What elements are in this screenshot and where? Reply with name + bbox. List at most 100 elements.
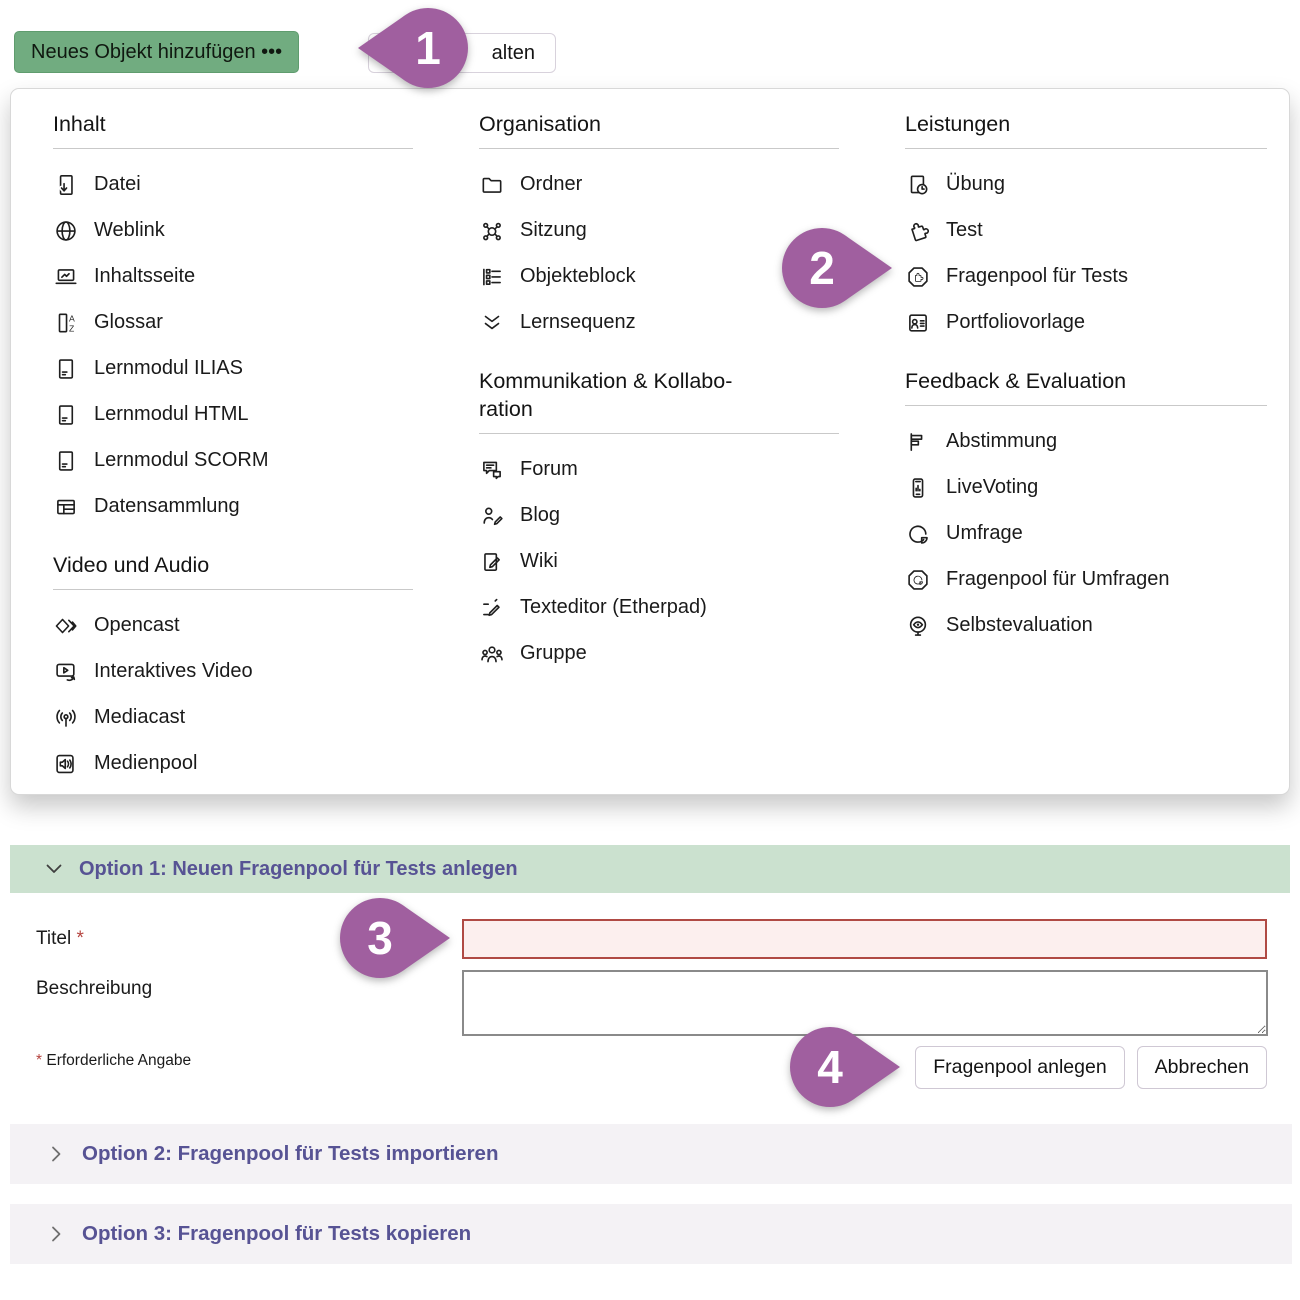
menu-item-label: Lernmodul ILIAS: [94, 357, 243, 380]
folder-icon: [479, 172, 505, 198]
create-question-pool-button[interactable]: Fragenpool anlegen: [915, 1046, 1125, 1089]
menu-item-bung[interactable]: Übung: [905, 162, 1267, 208]
menu-item-label: Sitzung: [520, 219, 587, 242]
id-card-icon: [905, 310, 931, 336]
page-clock-icon: [905, 172, 931, 198]
menu-item-test[interactable]: Test: [905, 208, 1267, 254]
add-new-object-button[interactable]: Neues Objekt hinzufügen •••: [14, 31, 300, 73]
option3-accordion-header[interactable]: Option 3: Fragenpool für Tests kopieren: [10, 1204, 1292, 1264]
pie-chart-icon: [905, 521, 931, 547]
menu-item-mediacast[interactable]: Mediacast: [53, 695, 413, 741]
callout-4: 4: [790, 1027, 900, 1107]
menu-item-medienpool[interactable]: Medienpool: [53, 741, 413, 787]
description-label: Beschreibung: [36, 978, 153, 999]
poll-bars-icon: [905, 429, 931, 455]
globe-icon: [53, 218, 79, 244]
menu-item-texteditor-etherpad[interactable]: Texteditor (Etherpad): [479, 585, 839, 631]
menu-item-gruppe[interactable]: Gruppe: [479, 631, 839, 677]
menu-item-selbstevaluation[interactable]: Selbstevaluation: [905, 603, 1267, 649]
required-asterisk: *: [76, 928, 84, 949]
required-field-note: * Erforderliche Angabe: [36, 1052, 192, 1069]
session-network-icon: [479, 218, 505, 244]
puzzle-icon: [905, 218, 931, 244]
laptop-page-icon: [53, 264, 79, 290]
menu-item-umfrage[interactable]: Umfrage: [905, 511, 1267, 557]
menu-item-label: Objekteblock: [520, 265, 636, 288]
menu-item-label: Wiki: [520, 550, 558, 573]
menu-item-fragenpool-f-r-umfragen[interactable]: Fragenpool für Umfragen: [905, 557, 1267, 603]
svg-text:A: A: [69, 314, 75, 324]
file-download-icon: [53, 172, 79, 198]
menu-item-label: Lernsequenz: [520, 311, 636, 334]
chat-bubbles-icon: [479, 457, 505, 483]
menu-item-abstimmung[interactable]: Abstimmung: [905, 419, 1267, 465]
menu-item-sitzung[interactable]: Sitzung: [479, 208, 839, 254]
menu-item-label: Datei: [94, 173, 141, 196]
menu-item-ordner[interactable]: Ordner: [479, 162, 839, 208]
menu-item-label: Gruppe: [520, 642, 587, 665]
section-title: Leistungen: [905, 111, 1267, 149]
opencast-diamond-icon: [53, 613, 79, 639]
description-textarea[interactable]: [462, 970, 1268, 1036]
menu-item-interaktives-video[interactable]: Interaktives Video: [53, 649, 413, 695]
section-title: Video und Audio: [53, 552, 413, 590]
menu-item-lernsequenz[interactable]: Lernsequenz: [479, 300, 839, 346]
section-title: Kommunikation & Kollabo- ration: [479, 368, 839, 434]
menu-item-label: Lernmodul SCORM: [94, 449, 269, 472]
menu-item-label: Ordner: [520, 173, 583, 196]
callout-3: 3: [340, 898, 450, 978]
chevron-down-icon: [44, 859, 64, 879]
menu-item-portfoliovorlage[interactable]: Portfoliovorlage: [905, 300, 1267, 346]
menu-item-objekteblock[interactable]: Objekteblock: [479, 254, 839, 300]
menu-item-label: LiveVoting: [946, 476, 1039, 499]
menu-item-weblink[interactable]: Weblink: [53, 208, 413, 254]
menu-item-label: Weblink: [94, 219, 165, 242]
page-lines-icon: [53, 402, 79, 428]
menu-item-datei[interactable]: Datei: [53, 162, 413, 208]
obscured-toolbar-button[interactable]: alten: [368, 33, 556, 73]
title-input[interactable]: [462, 919, 1267, 959]
menu-item-lernmodul-html[interactable]: Lernmodul HTML: [53, 392, 413, 438]
menu-item-wiki[interactable]: Wiki: [479, 539, 839, 585]
menu-item-livevoting[interactable]: LiveVoting: [905, 465, 1267, 511]
menu-item-fragenpool-f-r-tests[interactable]: Fragenpool für Tests: [905, 254, 1267, 300]
data-table-icon: [53, 494, 79, 520]
broadcast-antenna-icon: [53, 705, 79, 731]
eye-mirror-icon: [905, 613, 931, 639]
option2-accordion-title: Option 2: Fragenpool für Tests importier…: [82, 1142, 499, 1165]
menu-item-label: Fragenpool für Umfragen: [946, 568, 1170, 591]
form-actions: Fragenpool anlegen Abbrechen: [915, 1046, 1267, 1089]
menu-item-inhaltsseite[interactable]: Inhaltsseite: [53, 254, 413, 300]
item-block-list-icon: [479, 264, 505, 290]
option2-accordion-header[interactable]: Option 2: Fragenpool für Tests importier…: [10, 1124, 1292, 1184]
pen-lines-icon: [479, 595, 505, 621]
menu-item-lernmodul-ilias[interactable]: Lernmodul ILIAS: [53, 346, 413, 392]
menu-item-datensammlung[interactable]: Datensammlung: [53, 484, 413, 530]
menu-item-opencast[interactable]: Opencast: [53, 603, 413, 649]
option1-accordion-header[interactable]: Option 1: Neuen Fragenpool für Tests anl…: [10, 845, 1290, 893]
menu-item-forum[interactable]: Forum: [479, 447, 839, 493]
phone-chart-icon: [905, 475, 931, 501]
menu-item-label: Mediacast: [94, 706, 186, 729]
title-label: Titel *: [36, 928, 84, 949]
svg-text:Z: Z: [69, 324, 75, 334]
menu-item-blog[interactable]: Blog: [479, 493, 839, 539]
chevron-right-icon: [46, 1144, 66, 1164]
page-lines-icon: [53, 448, 79, 474]
menu-item-lernmodul-scorm[interactable]: Lernmodul SCORM: [53, 438, 413, 484]
speaker-icon: [53, 751, 79, 777]
menu-item-label: Datensammlung: [94, 495, 240, 518]
cancel-button[interactable]: Abbrechen: [1136, 1046, 1267, 1089]
